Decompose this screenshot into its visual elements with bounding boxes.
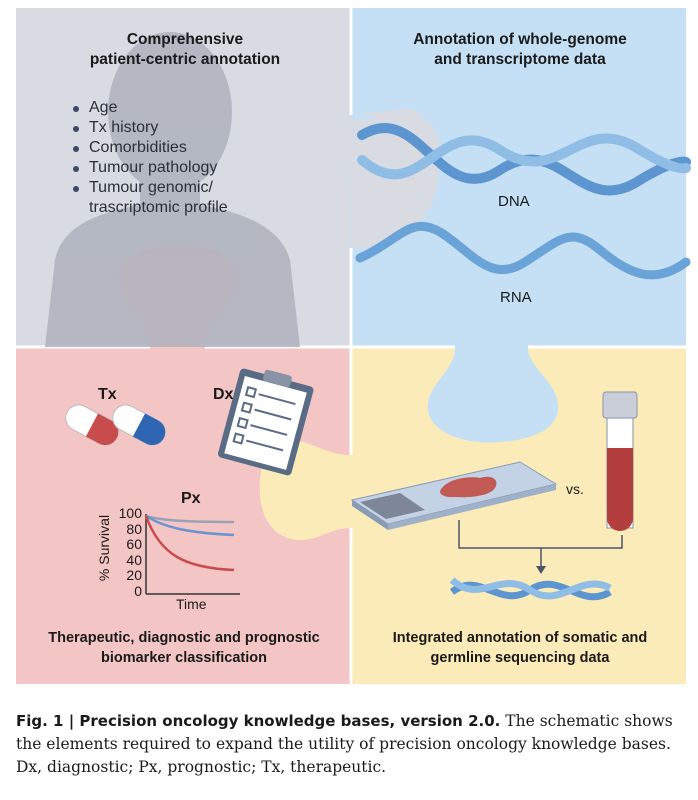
tx-label: Tx [98, 386, 117, 403]
bullet-comorbidities: Comorbidities [73, 138, 228, 158]
capsule-blue-icon [112, 404, 166, 446]
knob-blue-into-yellow [427, 347, 559, 443]
px-label: Px [181, 490, 201, 507]
bullet-continuation: trascriptomic profile [89, 199, 228, 216]
patient-title-line2: patient-centric annotation [89, 51, 281, 68]
tissue-slide-icon [350, 461, 558, 530]
survival-chart [144, 514, 240, 595]
biomarker-title-line1: Therapeutic, diagnostic and prognostic [48, 630, 320, 646]
capsule-red-icon [65, 404, 119, 446]
bullet-tx-history: Tx history [73, 118, 228, 138]
bullet-tumour-genomic: Tumour genomic/ [73, 178, 228, 198]
y-tick-60: 60 [126, 536, 142, 552]
y-tick-0: 0 [134, 582, 142, 599]
genome-title-line2: and transcriptome data [434, 51, 606, 68]
rna-strand-icon [355, 221, 691, 280]
survival-curve-blue [145, 514, 235, 537]
figure: Comprehensive patient-centric annotation… [16, 8, 691, 684]
blood-tube-icon [602, 391, 638, 531]
caption-label: Fig. 1 | Precision oncology knowledge ba… [16, 712, 501, 730]
patient-title-line1: Comprehensive [126, 31, 244, 48]
caption-text: The schematic shows the elements require… [16, 712, 673, 776]
figure-caption: Fig. 1 | Precision oncology knowledge ba… [16, 710, 686, 779]
biomarker-panel-title: Therapeutic, diagnostic and prognostic b… [18, 628, 350, 668]
patient-silhouette-icon [45, 32, 300, 347]
tissue-sample-icon [440, 476, 497, 498]
small-dna-icon [449, 577, 612, 601]
biomarker-title-line2: biomarker classification [100, 650, 267, 666]
dna-helix-icon [357, 123, 691, 196]
y-axis-label: % Survival [96, 514, 112, 582]
y-axis-ticks: 100 80 60 40 20 0 [114, 505, 142, 599]
sequencing-title-line2: germline sequencing data [430, 650, 610, 666]
bullet-tumour-pathology: Tumour pathology [73, 158, 228, 178]
sequencing-panel-title: Integrated annotation of somatic and ger… [354, 628, 686, 668]
genome-title-line1: Annotation of whole-genome [413, 31, 627, 48]
dx-label: Dx [213, 386, 234, 403]
patient-panel-title: Comprehensive patient-centric annotation [40, 30, 330, 70]
sequencing-title-line1: Integrated annotation of somatic and [392, 630, 648, 646]
clipboard-icon [218, 368, 314, 476]
survival-curve-red [144, 515, 235, 572]
survival-curve-grey [145, 514, 235, 524]
y-tick-80: 80 [126, 520, 142, 537]
rna-label: RNA [500, 289, 532, 306]
patient-bullet-list: Age Tx history Comorbidities Tumour path… [73, 98, 228, 218]
y-tick-20: 20 [126, 567, 142, 583]
x-axis-label: Time [176, 596, 207, 612]
dna-label: DNA [498, 193, 530, 210]
y-tick-100: 100 [118, 505, 142, 521]
y-tick-40: 40 [126, 551, 142, 568]
genome-panel-title: Annotation of whole-genome and transcrip… [370, 30, 670, 70]
knob-grey-into-blue-2 [351, 119, 439, 249]
puzzle-graphic [16, 8, 691, 684]
bullet-age: Age [73, 98, 228, 118]
vs-label: vs. [566, 481, 584, 497]
